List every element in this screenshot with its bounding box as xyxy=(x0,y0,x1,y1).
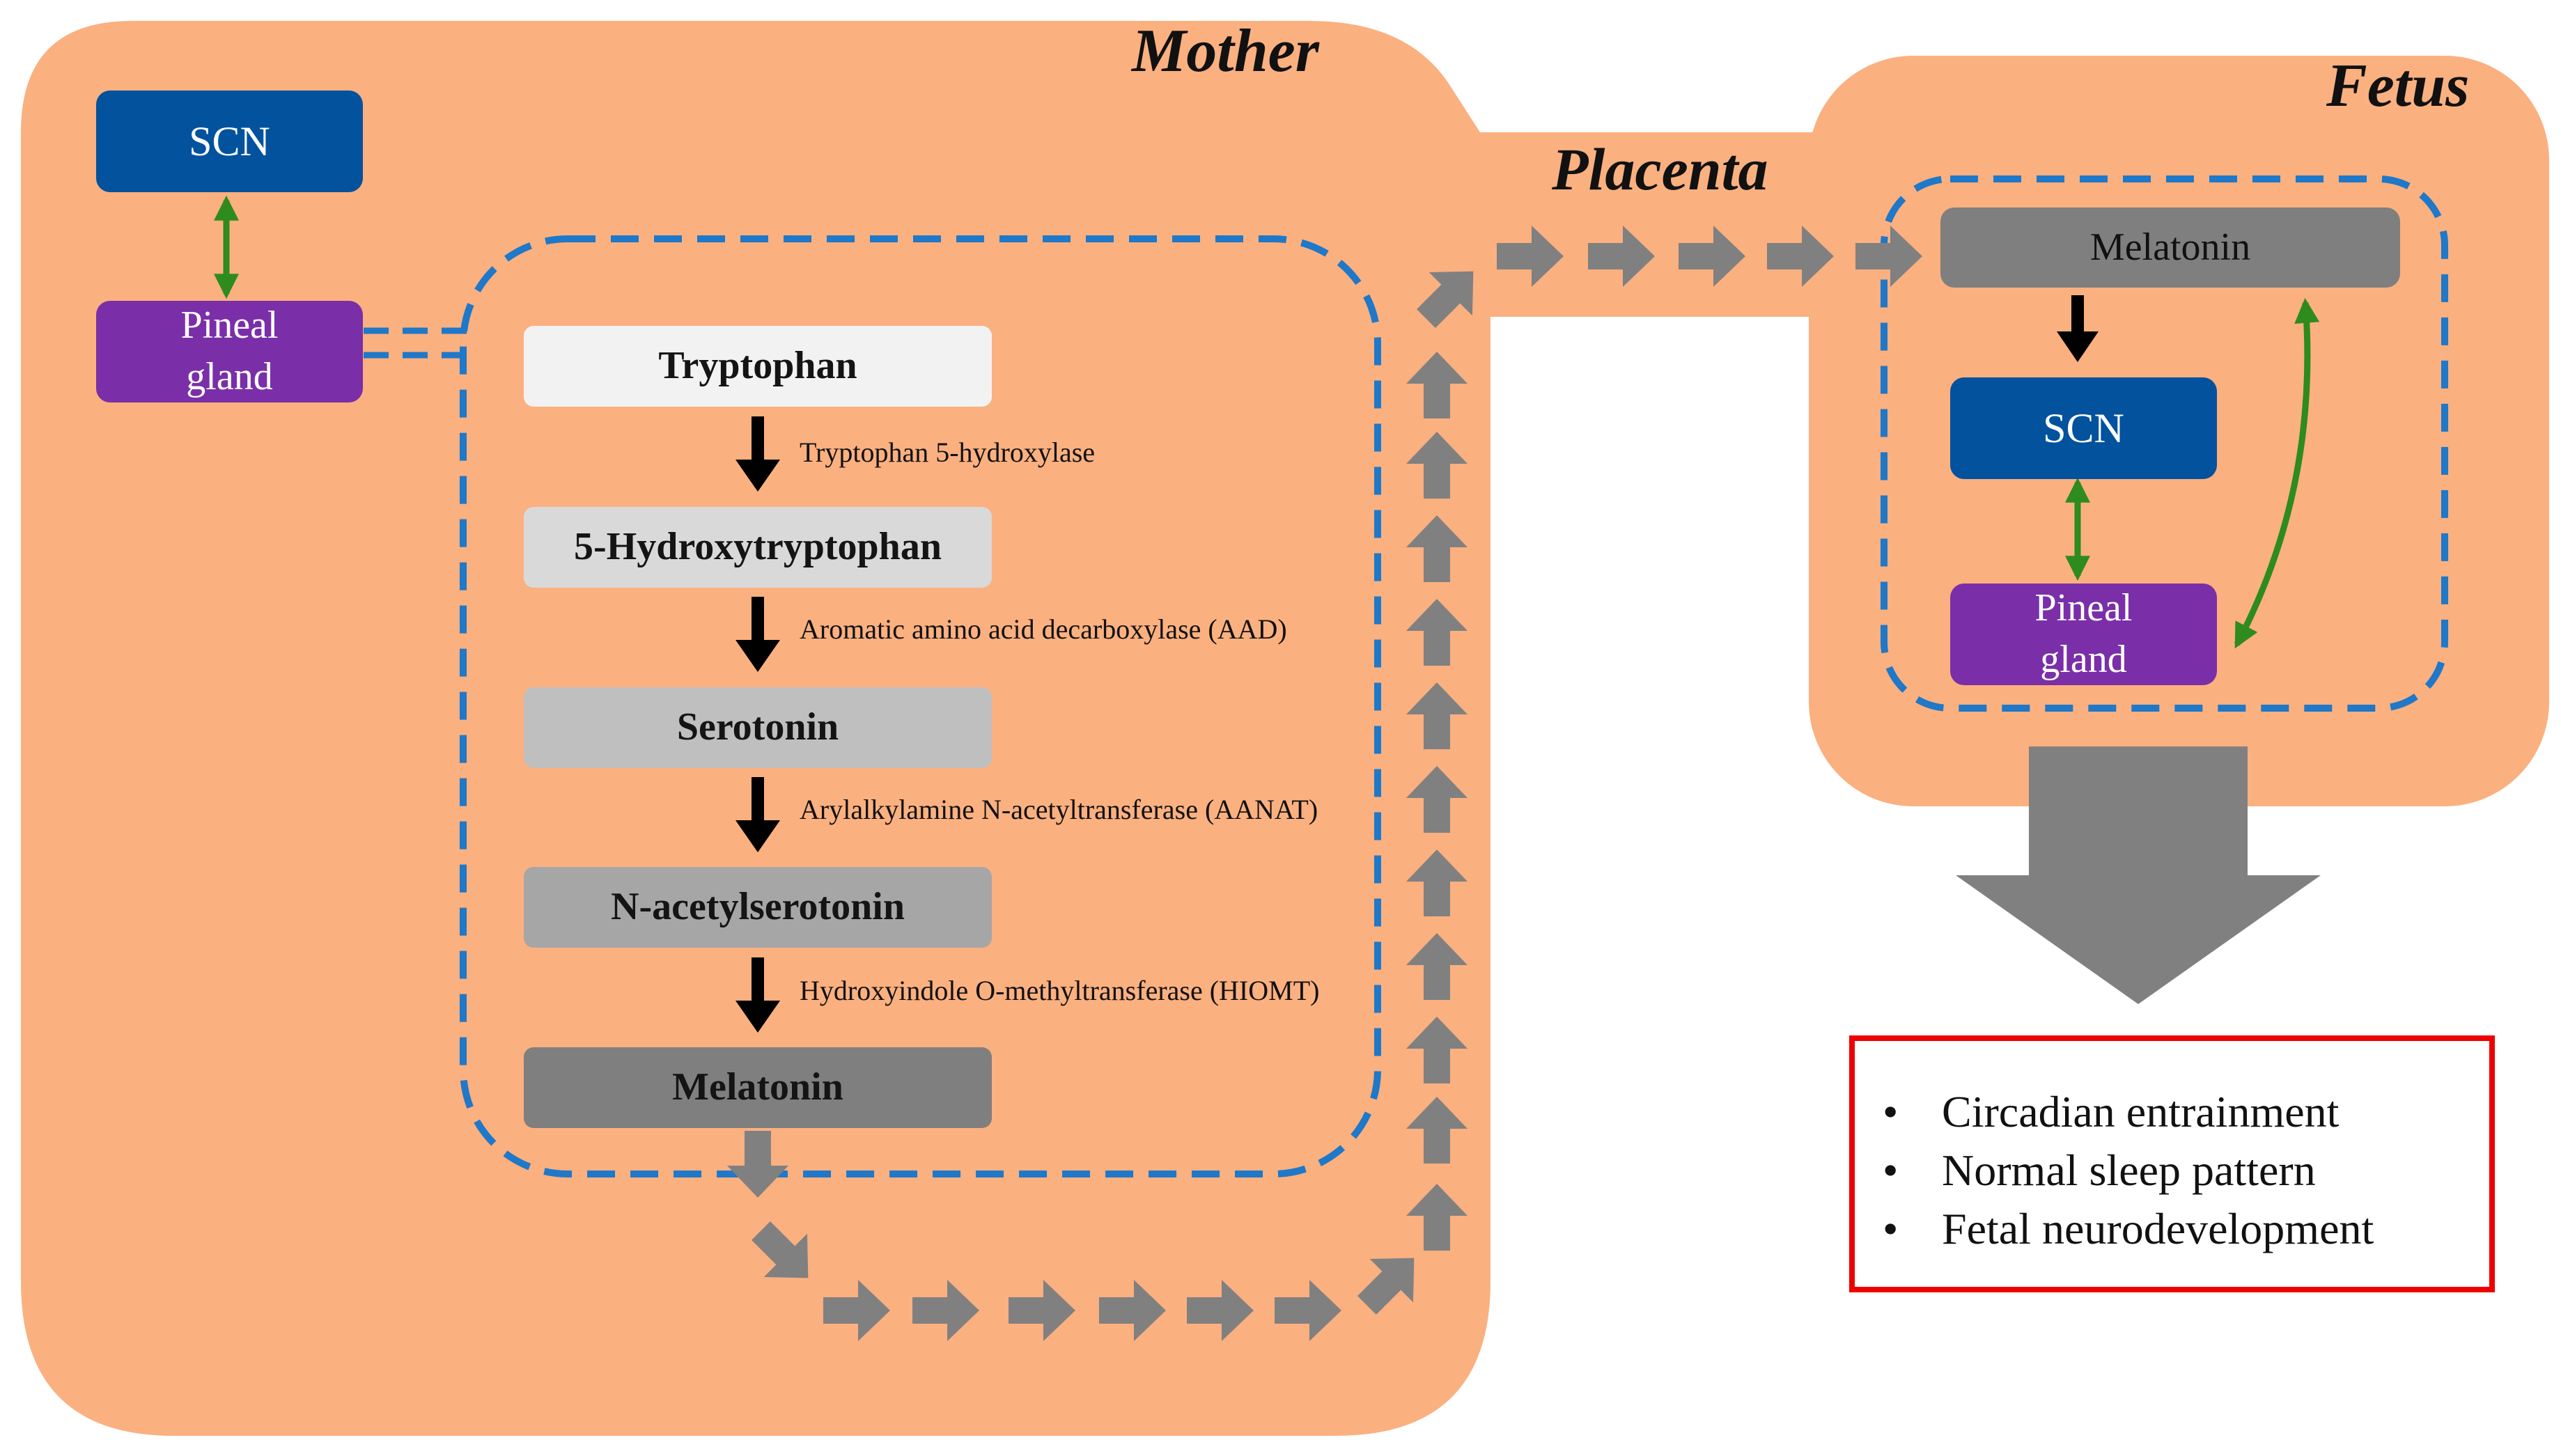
outcome-item: • Circadian entrainment xyxy=(1883,1083,2374,1141)
down-arrow-icon xyxy=(735,957,780,1033)
enzyme-label: Arylalkylamine N-acetyltransferase (AANA… xyxy=(800,794,1318,825)
chevron-arrow-icon xyxy=(1406,933,1468,1000)
chevron-arrow-icon xyxy=(912,1280,979,1341)
pathway-step-5-hydroxytryptophan: 5-Hydroxytryptophan xyxy=(524,507,992,588)
outcomes-list: • Circadian entrainment • Normal sleep pat… xyxy=(1883,1083,2374,1258)
chevron-arrow-icon xyxy=(727,1131,788,1198)
pineal-to-pathway-connector xyxy=(364,327,474,359)
down-arrow-icon xyxy=(2057,295,2099,362)
chevron-arrow-icon xyxy=(1406,682,1468,749)
outcome-text: Normal sleep pattern xyxy=(1942,1145,2316,1195)
chevron-arrow-icon xyxy=(1406,515,1468,582)
melatonin-transfer-flow xyxy=(727,226,1922,1341)
chevron-arrow-icon xyxy=(752,1221,809,1278)
down-arrow-icon xyxy=(735,777,780,852)
chevron-arrow-icon xyxy=(1497,226,1564,287)
fetus-scn-box: SCN xyxy=(1950,377,2217,479)
fetus-pineal-gland-box: Pineal gland xyxy=(1950,584,2217,685)
pathway-step-n-acetylserotonin: N-acetylserotonin xyxy=(524,867,992,948)
chevron-arrow-icon xyxy=(1275,1280,1341,1341)
mother-scn-box: SCN xyxy=(96,91,363,192)
down-arrow-icon xyxy=(735,597,780,672)
bullet-icon: • xyxy=(1883,1145,1899,1195)
down-arrow-icon xyxy=(735,416,780,492)
outcome-arrow xyxy=(1956,746,2321,1004)
pathway-step-tryptophan: Tryptophan xyxy=(524,326,992,407)
enzyme-label: Tryptophan 5-hydroxylase xyxy=(800,437,1096,468)
chevron-arrow-icon xyxy=(1009,1280,1075,1341)
chevron-arrow-icon xyxy=(1406,766,1468,833)
outcomes-box: • Circadian entrainment • Normal sleep pat… xyxy=(1849,1035,2495,1292)
mother-pineal-gland-box: Pineal gland xyxy=(96,301,363,402)
placenta-label: Placenta xyxy=(1552,136,1768,203)
mother-pathway-outline xyxy=(460,235,1381,1177)
chevron-arrow-icon xyxy=(1099,1280,1166,1341)
pathway-step-arrows xyxy=(735,295,2099,1033)
chevron-arrow-icon xyxy=(1767,226,1834,287)
chevron-arrow-icon xyxy=(1406,1017,1468,1083)
pathway-step-serotonin: Serotonin xyxy=(524,687,992,768)
chevron-arrow-icon xyxy=(1406,850,1468,916)
mother-label: Mother xyxy=(1132,17,1319,85)
outcome-text: Fetal neurodevelopment xyxy=(1942,1204,2374,1253)
chevron-arrow-icon xyxy=(1417,271,1474,328)
pathway-step-melatonin: Melatonin xyxy=(524,1047,992,1128)
fetus-melatonin-pineal-link xyxy=(2234,297,2320,649)
pineal-label-line2: gland xyxy=(2040,638,2127,681)
enzyme-label: Aromatic amino acid decarboxylase (AAD) xyxy=(800,613,1287,645)
outcome-text: Circadian entrainment xyxy=(1942,1087,2340,1136)
fetus-label: Fetus xyxy=(2326,52,2470,120)
bullet-icon: • xyxy=(1883,1087,1899,1136)
outcome-item: • Fetal neurodevelopment xyxy=(1883,1200,2374,1258)
chevron-arrow-icon xyxy=(1357,1258,1415,1315)
chevron-arrow-icon xyxy=(823,1280,890,1341)
chevron-arrow-icon xyxy=(1588,226,1655,287)
chevron-arrow-icon xyxy=(1406,1184,1468,1251)
chevron-arrow-icon xyxy=(1406,432,1468,499)
chevron-arrow-icon xyxy=(1406,352,1468,418)
pineal-label-line1: Pineal xyxy=(2034,586,2133,630)
pineal-label-line2: gland xyxy=(186,355,273,398)
enzyme-label: Hydroxyindole O-methyltransferase (HIOMT… xyxy=(800,975,1320,1006)
chevron-arrow-icon xyxy=(1187,1280,1254,1341)
chevron-arrow-icon xyxy=(1679,226,1745,287)
chevron-arrow-icon xyxy=(1406,599,1468,666)
pineal-label-line1: Pineal xyxy=(180,304,279,347)
bullet-icon: • xyxy=(1883,1204,1899,1253)
chevron-arrow-icon xyxy=(1406,1097,1468,1164)
fetus-melatonin-box: Melatonin xyxy=(1940,208,2400,288)
outcome-item: • Normal sleep pattern xyxy=(1883,1141,2374,1200)
chevron-arrow-icon xyxy=(1855,226,1922,287)
